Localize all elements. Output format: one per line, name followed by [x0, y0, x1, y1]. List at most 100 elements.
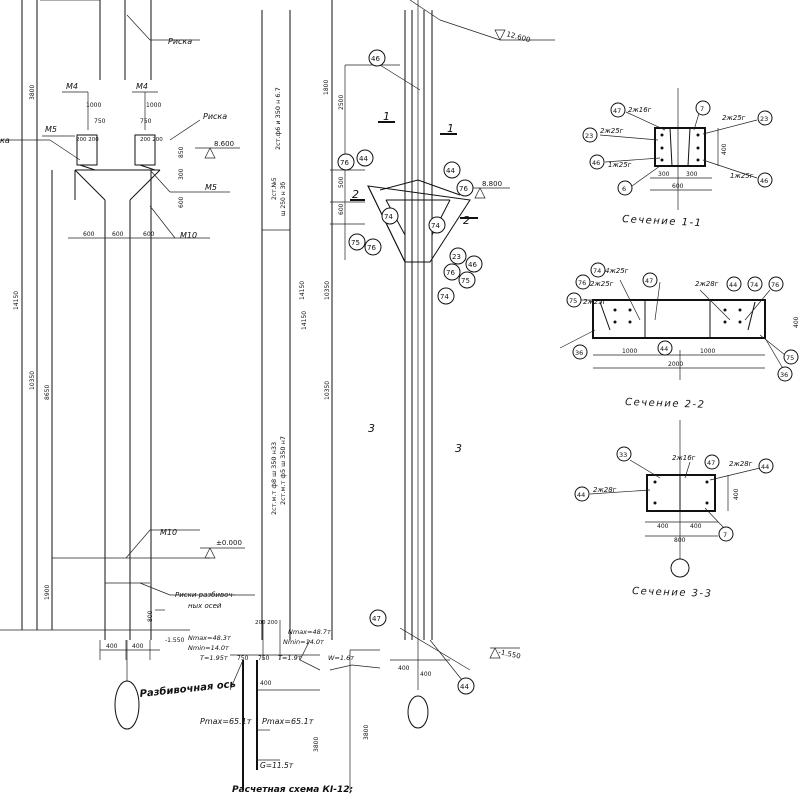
scheme-dim-400: 400: [260, 680, 272, 687]
bubble-47-bottom: 47: [372, 615, 381, 623]
s3-bubble-1: 47: [707, 459, 715, 467]
s2-bubble-6: 76: [771, 281, 779, 289]
load-t-right: T=1.9т: [278, 654, 302, 662]
design-scheme: Nmax=48.3т Nmin=14.0т T=1.95т Nmax=48.7т…: [139, 620, 381, 795]
scheme-dim-3800a: 3800: [313, 737, 320, 752]
bubble-col-7: 76: [367, 244, 376, 252]
s1-dim-2: 600: [672, 183, 684, 190]
col-dim-10350: 10350: [324, 281, 331, 300]
dim-400-a: 400: [106, 643, 118, 650]
axis-label: Разбивочная ось: [139, 678, 236, 700]
elev-155-col: -1.550: [498, 648, 522, 661]
s2-note-1: 2ж25г: [590, 280, 614, 288]
s2-dim-3: 400: [793, 316, 800, 328]
section-3-3: 33 47 44 44 7 2ж16г 2ж28г 2ж28г 400 400 …: [574, 420, 774, 600]
s2-title: Сечение 2-2: [625, 397, 706, 411]
s2-dim-0: 1000: [622, 348, 637, 355]
dim-300: 300: [178, 168, 185, 180]
s2-bubble-5: 74: [750, 281, 758, 289]
s1-note-0: 2ж16г: [628, 106, 652, 114]
label-riska-left: ка: [0, 136, 10, 145]
rod-note-top: 2ст.ф6 и 350 н 6.7: [274, 87, 282, 150]
s3-bubble-4: 7: [723, 531, 727, 539]
dim-750-a: 750: [94, 118, 106, 125]
s3-bubble-2: 44: [761, 463, 769, 471]
label-m4-a: М4: [66, 82, 78, 91]
label-m5-b: М5: [205, 183, 217, 192]
bubble-46-top: 46: [371, 55, 380, 63]
s3-dim-3: 400: [733, 488, 740, 500]
scheme-dim-200: 200 200: [255, 620, 278, 626]
s1-dim-3: 400: [721, 143, 728, 155]
mid-dim-10350: 10350: [324, 381, 331, 400]
bubble-col-5: 74: [431, 222, 440, 230]
dim-600-a: 600: [178, 196, 185, 208]
rod-note-mid-2: ш 250 н 3б: [280, 182, 287, 216]
label-riska-mid: Риска: [203, 112, 227, 121]
mid-dim-14150: 14150: [301, 311, 308, 330]
elev-8600: 8.600: [214, 140, 234, 148]
s2-note-0: 4ж25г: [605, 267, 629, 275]
dim-200-a: 200 200: [76, 137, 99, 143]
elev-8800: 8.800: [482, 180, 502, 188]
s2-bubble-3: 47: [645, 277, 653, 285]
col-dim-500: 500: [338, 176, 345, 188]
scheme-title: Расчетная схема КІ-12;: [232, 785, 353, 795]
bubble-col-10: 76: [446, 269, 455, 277]
column-view: 46 44 76 44 76 74 74 75 76 23 46 76 75 7…: [299, 0, 555, 729]
label-m4-b: М4: [136, 82, 148, 91]
sec3-left: 3: [368, 422, 375, 435]
s1-bubble-0: 47: [613, 107, 621, 115]
rod-note-bottom-2: 2ст.м.т ф5 ш 350 н7: [279, 436, 287, 505]
section-2-2: 74 76 75 47 44 74 76 36 44 75 36 4ж25г 2…: [559, 262, 800, 411]
s3-note-2: 2ж28г: [593, 486, 617, 494]
load-nmin-left: Nmin=14.0т: [188, 644, 229, 652]
s3-dim-1: 400: [690, 523, 702, 530]
s1-note-4: 1ж25г: [730, 172, 754, 180]
load-pmax-right: Pmax=65.1т: [262, 717, 314, 726]
bubble-col-12: 74: [440, 293, 449, 301]
s2-dim-2: 2000: [668, 361, 683, 368]
load-g: G=11.5т: [260, 761, 294, 770]
middle-annotations: 2ст.ф6 и 350 н 6.7 2ст.№5 ш 250 н 3б 2ст…: [261, 0, 333, 640]
label-m10-a: М10: [180, 231, 197, 240]
bubble-col-3: 76: [459, 185, 468, 193]
col-dim-400-b: 400: [420, 671, 432, 678]
dim-800: 800: [147, 610, 154, 622]
dim-750-b: 750: [140, 118, 152, 125]
bubble-col-0: 44: [359, 155, 368, 163]
s1-bubble-2: 23: [585, 132, 593, 140]
col-dim-600: 600: [338, 203, 345, 215]
s2-bubble-4: 44: [729, 281, 737, 289]
col-dim-1800: 1800: [323, 80, 330, 95]
s3-dim-2: 800: [674, 537, 686, 544]
load-nmax-left: Nmax=48.3т: [188, 634, 231, 642]
dim-600-c: 600: [112, 231, 124, 238]
s2-note-3: 2ж28г: [695, 280, 719, 288]
elev-12600: 12.600: [505, 30, 531, 44]
s1-note-3: 1ж25г: [608, 161, 632, 169]
s1-bubble-4: 6: [622, 185, 626, 193]
elev-0: ±0.000: [216, 539, 242, 547]
s1-bubble-1: 7: [700, 105, 704, 113]
label-riski-1: Риски разбивоч-: [175, 591, 235, 599]
bubble-col-2: 44: [446, 167, 455, 175]
sec2-left: 2: [352, 188, 359, 201]
dim-1000-b: 1000: [146, 102, 161, 109]
s3-bubble-3: 44: [577, 491, 585, 499]
col-dim-400-a: 400: [398, 665, 410, 672]
bubble-col-1: 76: [340, 159, 349, 167]
sec1-right: 1: [447, 122, 454, 135]
dim-600-b: 600: [83, 231, 95, 238]
label-m5-a: М5: [45, 125, 57, 134]
dim-10350: 10350: [29, 371, 36, 390]
s2-bubble-0: 74: [593, 267, 601, 275]
s3-bubble-0: 33: [619, 451, 627, 459]
dim-3800: 3800: [29, 85, 36, 100]
scheme-dim-750b: 750: [258, 655, 270, 662]
elev-155-left: -1.550: [165, 637, 185, 644]
dim-200-b: 200 200: [140, 137, 163, 143]
s1-dim-0: 300: [658, 171, 670, 178]
s1-note-2: 2ж25г: [600, 127, 624, 135]
bubble-col-4: 74: [384, 213, 393, 221]
